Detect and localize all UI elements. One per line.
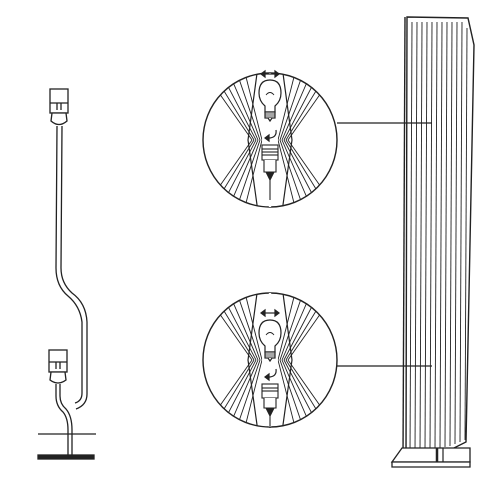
upper-socket-icon [49, 88, 69, 126]
shade-base-plate [390, 447, 471, 468]
detail-circle-top [202, 69, 338, 208]
lamp-frame [37, 88, 96, 460]
remove-arrow-icon [260, 308, 280, 318]
lower-socket-icon [48, 349, 68, 384]
rotate-arrow-icon [264, 129, 277, 143]
shade-column [390, 16, 475, 468]
rotate-arrow-icon [264, 368, 277, 382]
bulb-icon [258, 319, 282, 363]
detail-circle-bottom [202, 292, 338, 428]
lamp-base [37, 433, 96, 460]
lamp-pole [55, 125, 88, 410]
socket-icon [261, 383, 279, 428]
lamp-stem [55, 384, 73, 456]
socket-icon [261, 144, 279, 200]
shade-pleats [409, 21, 468, 456]
bulb-icon [258, 79, 282, 123]
remove-arrow-icon [260, 69, 280, 79]
